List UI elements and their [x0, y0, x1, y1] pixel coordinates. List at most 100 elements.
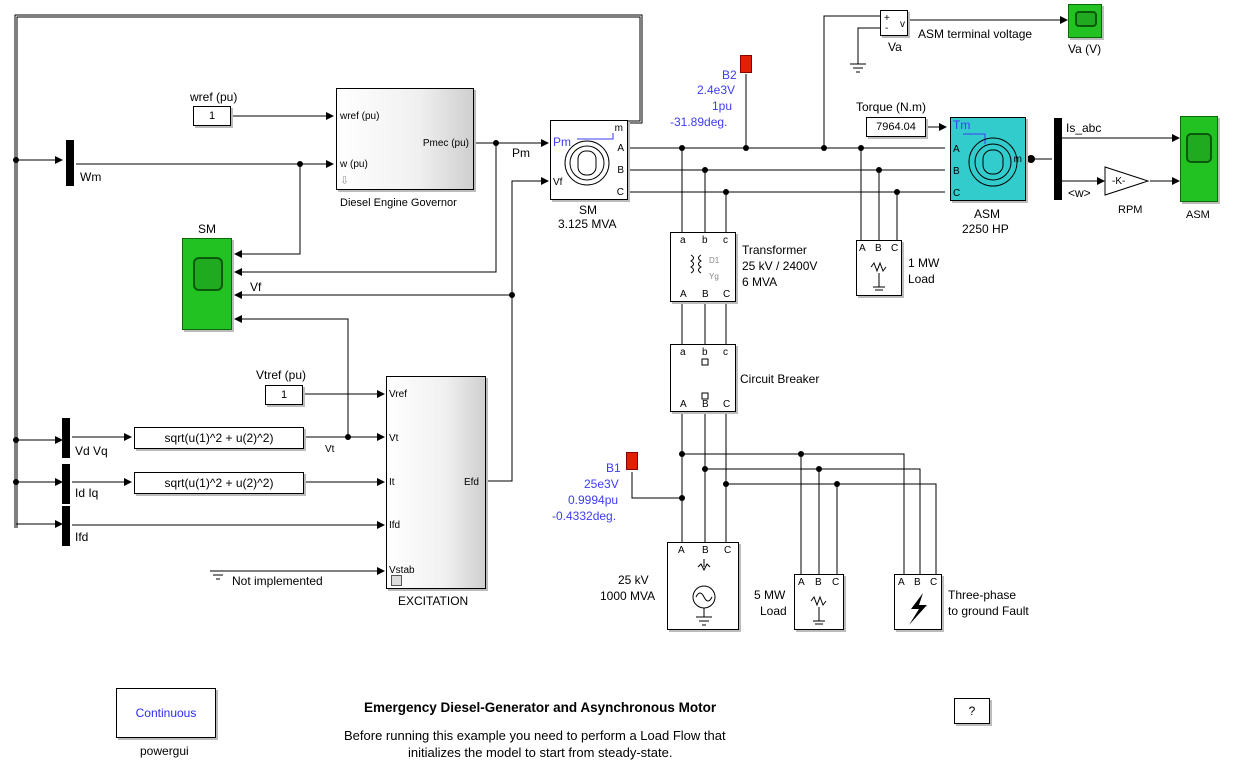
va-terminal-label: ASM terminal voltage — [918, 27, 1033, 41]
governor-name: Diesel Engine Governor — [340, 197, 457, 209]
asm-port-tm: Tm — [953, 118, 971, 132]
tr-port-c: c — [723, 235, 728, 246]
asm-port-c: C — [953, 188, 961, 199]
va-voltage-measurement[interactable]: + - v — [880, 10, 908, 36]
resistor-icon — [810, 595, 827, 625]
cb-port-A: A — [680, 399, 687, 410]
excitation-block[interactable]: Vref Vt It Ifd Vstab Efd — [386, 376, 486, 589]
ifd-label: Ifd — [75, 530, 89, 544]
model-note-line2: initializes the model to start from stea… — [408, 745, 673, 760]
transformer-name: Transformer — [742, 243, 807, 257]
tr-port-A: A — [680, 289, 687, 300]
asynchronous-machine-icon — [963, 133, 1018, 187]
circuit-breaker-block[interactable]: a b c A B C — [670, 344, 736, 412]
va-label: Va — [888, 40, 902, 54]
load1-port-c: C — [891, 243, 899, 254]
wref-constant[interactable]: 1 — [193, 106, 231, 126]
sm-port-b: B — [617, 165, 624, 176]
source-line2: 1000 MVA — [600, 589, 656, 603]
wm-demux-bar[interactable] — [66, 140, 74, 186]
src-port-C: C — [724, 545, 732, 556]
sm-port-vf: Vf — [553, 177, 563, 188]
transformer-rating1: 25 kV / 2400V — [742, 259, 818, 273]
vdvq-label: Vd Vq — [75, 444, 108, 458]
asm-demux-bar[interactable] — [1054, 118, 1062, 200]
sm-name: SM — [579, 203, 597, 217]
exc-in-vref: Vref — [389, 389, 407, 400]
is-abc-label: Is_abc — [1066, 121, 1102, 135]
fcn-block-it[interactable]: sqrt(u(1)^2 + u(2)^2) — [134, 472, 304, 494]
src-port-A: A — [678, 545, 685, 556]
load1-port-a: A — [859, 243, 866, 254]
b1-angle: -0.4332deg. — [552, 509, 617, 523]
idiq-demux-bar[interactable] — [62, 464, 70, 504]
governor-in1: wref (pu) — [340, 111, 380, 122]
b1-measurement-icon[interactable] — [626, 452, 638, 470]
help-button[interactable]: ? — [954, 698, 990, 724]
asm-scope-label: ASM — [1186, 209, 1210, 221]
not-implemented-label: Not implemented — [232, 574, 323, 588]
load-5mw-block[interactable]: A B C — [794, 574, 844, 630]
ifd-demux-bar[interactable] — [62, 506, 70, 546]
w-label: <w> — [1068, 186, 1091, 200]
asm-rating: 2250 HP — [962, 222, 1009, 236]
svg-text:D1: D1 — [709, 256, 720, 265]
idiq-label: Id Iq — [75, 486, 99, 500]
sm-port-pm: Pm — [553, 135, 571, 149]
va-plus: + — [884, 13, 890, 24]
torque-title: Torque (N.m) — [856, 100, 927, 114]
library-link-icon — [391, 575, 402, 586]
torque-constant[interactable]: 7964.04 — [866, 117, 926, 137]
powergui-block[interactable]: Continuous — [116, 688, 216, 738]
cb-port-C: C — [723, 399, 731, 410]
va-scope-label: Va (V) — [1068, 42, 1102, 56]
sm-scope-label: SM — [198, 222, 216, 236]
three-phase-fault-block[interactable]: A B C — [894, 574, 942, 630]
cb-port-c: c — [723, 347, 728, 358]
load-1mw-block[interactable]: A B C — [856, 240, 902, 296]
va-scope[interactable] — [1068, 4, 1102, 38]
rpm-gain-block[interactable] — [1104, 166, 1150, 196]
asm-name: ASM — [974, 207, 1001, 221]
sm-machine-block[interactable]: Pm Vf m A B C — [550, 120, 628, 200]
tr-port-b: b — [702, 235, 708, 246]
asm-machine-block[interactable]: Tm A B C m — [950, 117, 1026, 201]
load1-port-b: B — [875, 243, 882, 254]
sm-scope[interactable] — [182, 238, 232, 330]
b1-pu: 0.9994pu — [568, 493, 619, 507]
asm-scope[interactable] — [1180, 116, 1218, 202]
model-title: Emergency Diesel-Generator and Asynchron… — [364, 700, 717, 715]
fcn-block-vt[interactable]: sqrt(u(1)^2 + u(2)^2) — [134, 427, 304, 449]
b2-angle: -31.89deg. — [670, 115, 728, 129]
vtref-title: Vtref (pu) — [256, 368, 307, 382]
va-v: v — [900, 19, 905, 30]
governor-out: Pmec (pu) — [422, 138, 469, 149]
b1-name: B1 — [606, 461, 621, 475]
load5-line2: Load — [760, 604, 787, 618]
cb-port-a: a — [680, 347, 686, 358]
asm-port-b: B — [953, 166, 960, 177]
model-note-line1: Before running this example you need to … — [344, 728, 726, 743]
three-phase-source-block[interactable]: A B C — [667, 542, 739, 630]
exc-out-efd: Efd — [463, 477, 479, 488]
gain-label: RPM — [1118, 204, 1143, 216]
governor-down-arrow-icon: ⇩ — [340, 175, 350, 187]
breaker-switch-icon — [701, 358, 709, 400]
diesel-governor-block[interactable]: wref (pu) w (pu) Pmec (pu) ⇩ — [336, 88, 474, 190]
source-line1: 25 kV — [618, 573, 649, 587]
synchronous-machine-icon — [564, 133, 614, 186]
vtref-constant[interactable]: 1 — [265, 385, 303, 405]
tr-port-a: a — [680, 235, 686, 246]
b2-measurement-icon[interactable] — [740, 55, 752, 73]
vdvq-demux-bar[interactable] — [62, 418, 70, 458]
exc-in-vt: Vt — [389, 433, 399, 444]
load5-line1: 5 MW — [754, 588, 786, 602]
transformer-block[interactable]: a b c A B C D1 Yg — [670, 232, 736, 302]
load5-port-a: A — [798, 577, 805, 588]
governor-in2: w (pu) — [340, 159, 368, 170]
vf-signal-label: Vf — [250, 280, 262, 294]
gain-value: -K- — [1112, 176, 1126, 187]
sm-port-a: A — [617, 143, 624, 154]
